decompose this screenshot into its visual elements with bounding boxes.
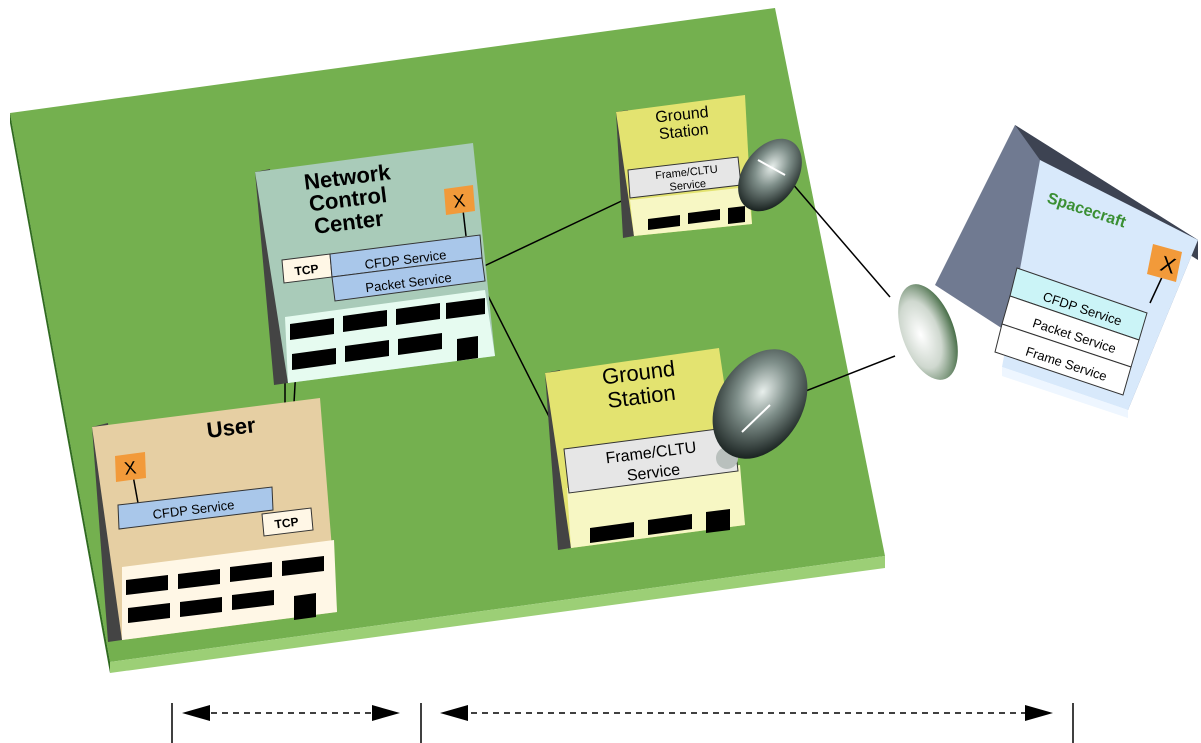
- gs-top-title: Ground Station: [655, 104, 710, 143]
- gs-top-windows: [648, 206, 745, 230]
- user-tcp-box: TCP: [261, 507, 314, 537]
- svg-text:TCP: TCP: [294, 262, 320, 279]
- user-agent-marker: X: [115, 452, 146, 504]
- scope-arrows: [171, 703, 1074, 743]
- gs-bottom-windows: [590, 509, 730, 543]
- ground-station-top: Ground Station Frame/CLTU Service: [616, 95, 802, 238]
- gs-bottom-title: Ground Station: [601, 356, 677, 413]
- user-title: User: [205, 412, 257, 443]
- spacecraft-frame-service: [994, 323, 1132, 396]
- gs-bottom-frame-cltu-service: Frame/CLTU Service: [563, 426, 739, 494]
- ncc-windows: [290, 298, 485, 370]
- gs-top-antenna-dish: [738, 138, 802, 212]
- link-ncc-packet-to-gs-top: [479, 196, 631, 269]
- svg-text:Service: Service: [669, 178, 707, 194]
- svg-text:X: X: [1158, 251, 1179, 279]
- spacecraft-service-stack: CFDP Service Packet Service Frame Servic…: [994, 267, 1148, 396]
- svg-text:Station: Station: [658, 121, 709, 143]
- link-gs-top-dish-to-spacecraft: [784, 174, 891, 298]
- ncc-agent-marker: X: [444, 185, 475, 237]
- ncc-building: Network Control Center X TCP CFDP Servic…: [255, 143, 495, 385]
- svg-text:Ground: Ground: [655, 104, 710, 126]
- svg-text:Service: Service: [626, 461, 681, 484]
- svg-text:X: X: [452, 190, 466, 211]
- ncc-title: Network Control Center: [303, 159, 393, 239]
- ground-station-bottom: Ground Station Frame/CLTU Service: [545, 348, 808, 550]
- user-building: User X CFDP Service TCP: [92, 398, 337, 642]
- spacecraft-agent-marker: X: [1147, 244, 1182, 304]
- svg-text:X: X: [123, 457, 137, 478]
- svg-text:TCP: TCP: [274, 515, 300, 532]
- gs-bottom-antenna-dish: [712, 349, 808, 469]
- ncc-tcp-box: TCP: [281, 253, 333, 284]
- spacecraft-antenna-dish: [898, 284, 958, 380]
- spacecraft: Spacecraft X CFDP Service Packet Service…: [898, 125, 1198, 418]
- user-windows: [126, 556, 324, 623]
